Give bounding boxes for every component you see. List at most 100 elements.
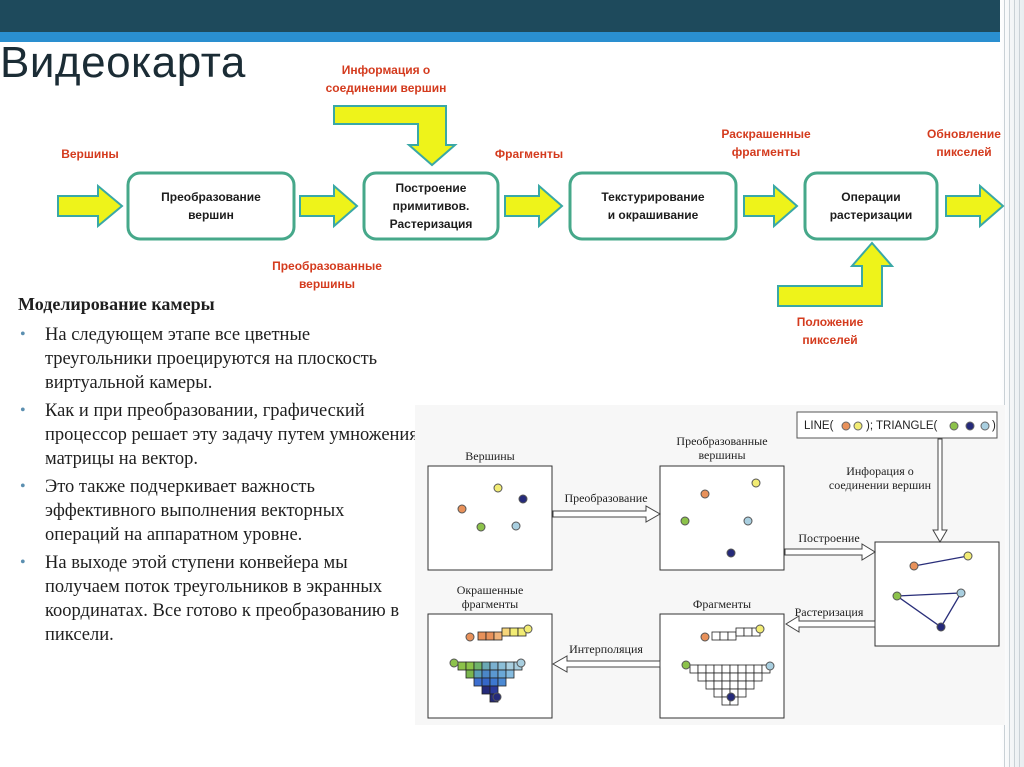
colored-fragment-cell bbox=[465, 661, 475, 671]
bullet-item: • Это также подчеркивает важность эффекти… bbox=[18, 475, 418, 547]
vertex-orange bbox=[465, 632, 475, 642]
vertex-yellow bbox=[755, 624, 765, 634]
colored-fragment-cell bbox=[473, 677, 483, 687]
vertex-yellow bbox=[963, 551, 973, 561]
legend-vertex-orange bbox=[841, 421, 851, 431]
vertex-navy bbox=[726, 692, 736, 702]
fragment-cell bbox=[713, 664, 723, 674]
content-block: Моделирование камеры • На следующем этапе… bbox=[18, 294, 418, 651]
vertex-green bbox=[449, 658, 459, 668]
colored-fragment-cell bbox=[481, 669, 491, 679]
vertex-navy bbox=[492, 692, 502, 702]
vertex-navy bbox=[726, 548, 736, 558]
top-bar bbox=[0, 0, 1024, 32]
colored-fragment-cell bbox=[473, 661, 483, 671]
colored-fragment-cell bbox=[501, 627, 511, 637]
legend-vertex-yellow bbox=[853, 421, 863, 431]
legend-vertex-lightblue bbox=[980, 421, 990, 431]
fragment-cell bbox=[721, 664, 731, 674]
vertex-navy bbox=[518, 494, 528, 504]
fragment-cell bbox=[745, 680, 755, 690]
fragment-cell bbox=[711, 631, 721, 641]
bullet-text: На выходе этой ступени конвейера мы полу… bbox=[45, 553, 400, 645]
box-primitive-assembly bbox=[362, 171, 500, 241]
box-raster-ops bbox=[803, 171, 939, 241]
fragment-cell bbox=[705, 680, 715, 690]
primitive-triangle bbox=[895, 592, 963, 628]
bullet-text: Это также подчеркивает важность эффектив… bbox=[45, 477, 345, 545]
arrow-box3-box4 bbox=[743, 183, 799, 229]
fragment-cell bbox=[697, 672, 707, 682]
fragment-cell bbox=[737, 664, 747, 674]
bullet-text: Как и при преобразовании, графический пр… bbox=[45, 401, 418, 469]
vertex-yellow bbox=[493, 483, 503, 493]
vertex-lightblue bbox=[765, 661, 775, 671]
fragment-cell bbox=[753, 672, 763, 682]
fragment-cell bbox=[729, 664, 739, 674]
bullet-text: На следующем этапе все цветные треугольн… bbox=[45, 325, 378, 393]
flow-arrow-raster bbox=[785, 615, 876, 633]
bullet-item: •На выходе этой ступени конвейера мы пол… bbox=[18, 551, 418, 647]
bullet-dot-icon: • bbox=[20, 478, 26, 495]
colored-fragment-cell bbox=[497, 677, 507, 687]
label-fragments: Фрагменты bbox=[495, 147, 563, 161]
panel-fragments-title: Фрагменты bbox=[693, 597, 751, 611]
vertex-yellow bbox=[751, 478, 761, 488]
flow-arrow-transform bbox=[552, 505, 662, 523]
colored-fragment-cell bbox=[489, 661, 499, 671]
arrow-output bbox=[945, 183, 1005, 229]
box-vertex-transform bbox=[126, 171, 296, 241]
colored-fragment-cell bbox=[481, 661, 491, 671]
primitive-line bbox=[913, 555, 969, 567]
vertex-orange bbox=[700, 489, 710, 499]
colored-fragments-grid bbox=[449, 624, 533, 703]
colored-fragment-cell bbox=[481, 685, 491, 695]
vertex-navy bbox=[936, 622, 946, 632]
bullet-list: • На следующем этапе все цветные треуголь… bbox=[18, 323, 418, 647]
vertex-orange bbox=[700, 632, 710, 642]
rasterization-figure: LINE( ); TRIANGLE( ) Вершины Преобразова… bbox=[415, 405, 1005, 725]
arrow-raster-label: Растеризация bbox=[795, 605, 864, 619]
bullet-item: •Как и при преобразовании, графический п… bbox=[18, 399, 418, 471]
flow-arrow-build bbox=[784, 543, 876, 561]
fragment-cell bbox=[719, 631, 729, 641]
fragment-cell bbox=[713, 672, 723, 682]
colored-fragment-cell bbox=[489, 669, 499, 679]
fragment-cell bbox=[737, 680, 747, 690]
legend-text-close: ) bbox=[992, 420, 996, 432]
fragment-cell bbox=[745, 672, 755, 682]
label-input-vertices: Вершины bbox=[61, 147, 119, 161]
flow-arrow-interp bbox=[551, 655, 661, 673]
content-heading: Моделирование камеры bbox=[18, 294, 215, 314]
vertex-green bbox=[680, 516, 690, 526]
colored-fragment-cell bbox=[473, 669, 483, 679]
fragment-cell bbox=[729, 680, 739, 690]
fragment-cell bbox=[743, 627, 753, 637]
colored-fragment-cell bbox=[485, 631, 495, 641]
slide-title: Видеокарта bbox=[0, 38, 246, 87]
arrow-interp-label: Интерполяция bbox=[569, 642, 643, 656]
fragment-cell bbox=[689, 664, 699, 674]
legend-vertex-green bbox=[949, 421, 959, 431]
vertex-orange bbox=[909, 561, 919, 571]
colored-fragment-cell bbox=[457, 661, 467, 671]
box-texturing bbox=[568, 171, 738, 241]
colored-fragment-cell bbox=[509, 627, 519, 637]
vertex-orange bbox=[457, 504, 467, 514]
panel-vertices-title: Вершины bbox=[465, 449, 514, 463]
legend-box bbox=[796, 411, 998, 439]
vertex-green bbox=[892, 591, 902, 601]
colored-fragment-cell bbox=[505, 661, 515, 671]
vertex-lightblue bbox=[743, 516, 753, 526]
legend-vertex-navy bbox=[965, 421, 975, 431]
vertex-yellow bbox=[523, 624, 533, 634]
